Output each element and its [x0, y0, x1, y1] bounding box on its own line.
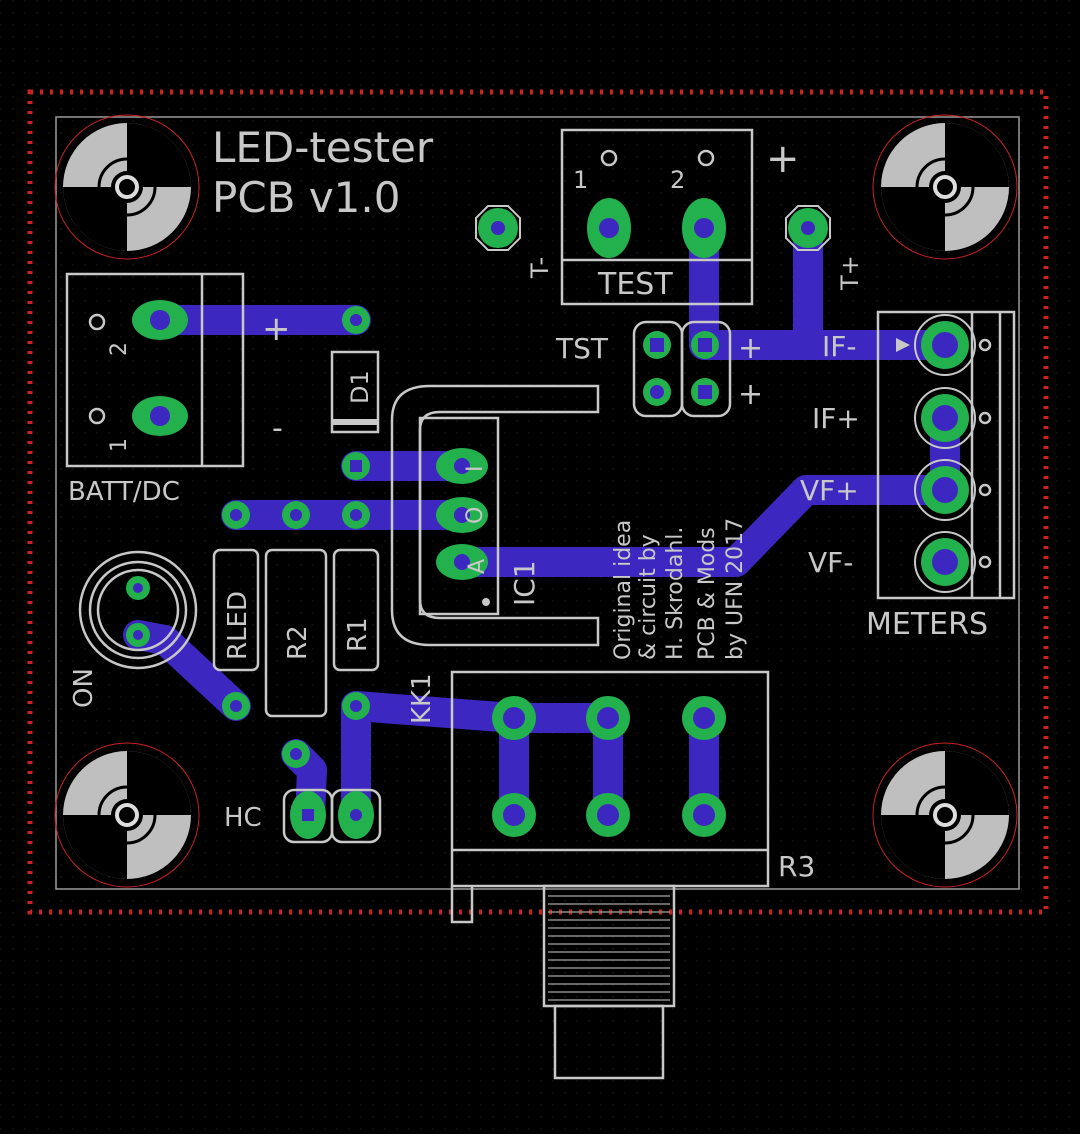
test-plus-label: +: [766, 136, 800, 182]
board-title-line1: LED-tester: [212, 123, 434, 172]
credit-line-4: PCB & Mods: [695, 527, 720, 660]
labels: LED-tester PCB v1.0 BATT/DC + - 2 1 1 2 …: [68, 123, 988, 883]
test-outline: [560, 128, 754, 306]
mounting-hole-br: [872, 742, 1018, 888]
r2-label: R2: [283, 625, 313, 660]
board-title-line2: PCB v1.0: [212, 173, 400, 222]
r3-label: R3: [778, 850, 815, 883]
meter-pin-if-plus: IF+: [812, 402, 860, 435]
kk1-label: KK1: [407, 673, 437, 724]
trace-adj-vf: [447, 475, 960, 577]
batt-minus-label: -: [272, 411, 283, 446]
batt-pin1-label: 1: [107, 438, 132, 452]
credit-line-3: H. Skrodahl.: [663, 527, 688, 660]
test-pin2-label: 2: [670, 166, 685, 194]
mounting-hole-tr: [872, 114, 1018, 260]
batt-plus-label: +: [262, 309, 291, 349]
meter-pin-vf-plus: VF+: [800, 474, 859, 507]
mounting-holes: [54, 114, 1018, 888]
pad-drills: [133, 218, 958, 826]
t-minus-label: T-: [526, 257, 554, 279]
r2-outline: [264, 548, 328, 718]
board-edge-outline: [27, 89, 1049, 915]
switch-label: ON: [69, 668, 99, 708]
batt-pin2-label: 2: [107, 342, 132, 356]
ic1-outline: [418, 416, 500, 616]
r1-outline: [332, 548, 380, 672]
rled-label: RLED: [223, 591, 253, 660]
tst-plus2-label: +: [738, 377, 763, 412]
meter-pin-if-minus: IF-: [822, 330, 856, 363]
meters-outline: [876, 310, 1016, 600]
mounting-hole-tl: [54, 114, 200, 260]
tst-plus1-label: +: [738, 331, 763, 366]
meter-pin-vf-minus: VF-: [808, 546, 853, 579]
switch-outline: [78, 550, 198, 670]
ic1-pin1-marker: [482, 598, 490, 606]
ic1-label: IC1: [508, 560, 541, 606]
test-pin1-label: 1: [573, 166, 588, 194]
batt-label: BATT/DC: [68, 477, 180, 507]
credit-line-1: Original idea: [611, 520, 636, 660]
pot-shaft-knurl: [548, 895, 670, 1001]
credit-line-2: & circuit by: [636, 534, 661, 660]
ic1-pin-o: O: [463, 507, 488, 524]
board-dimension: [55, 116, 1020, 890]
ic1-pin-i: I: [463, 466, 488, 473]
silkscreen: [65, 128, 1016, 1080]
r3-knob: [553, 1004, 665, 1080]
mounting-hole-bl: [54, 742, 200, 888]
rled-outline: [212, 548, 260, 672]
ic1-pin-a: A: [465, 559, 490, 574]
meter-arrow-icon: [896, 338, 910, 352]
test-label: TEST: [597, 267, 673, 302]
batt-outline: [65, 272, 245, 468]
heatsink-kk1-outline: [390, 384, 600, 647]
credit-line-5: by UFN 2017: [723, 518, 748, 660]
t-plus-label: T+: [836, 255, 864, 291]
r1-label: R1: [343, 617, 373, 652]
hc-label: HC: [224, 803, 262, 833]
tst-label: TST: [555, 332, 609, 365]
pad-rings: [475, 205, 976, 593]
d1-label: D1: [346, 370, 374, 404]
meters-label: METERS: [866, 607, 988, 642]
